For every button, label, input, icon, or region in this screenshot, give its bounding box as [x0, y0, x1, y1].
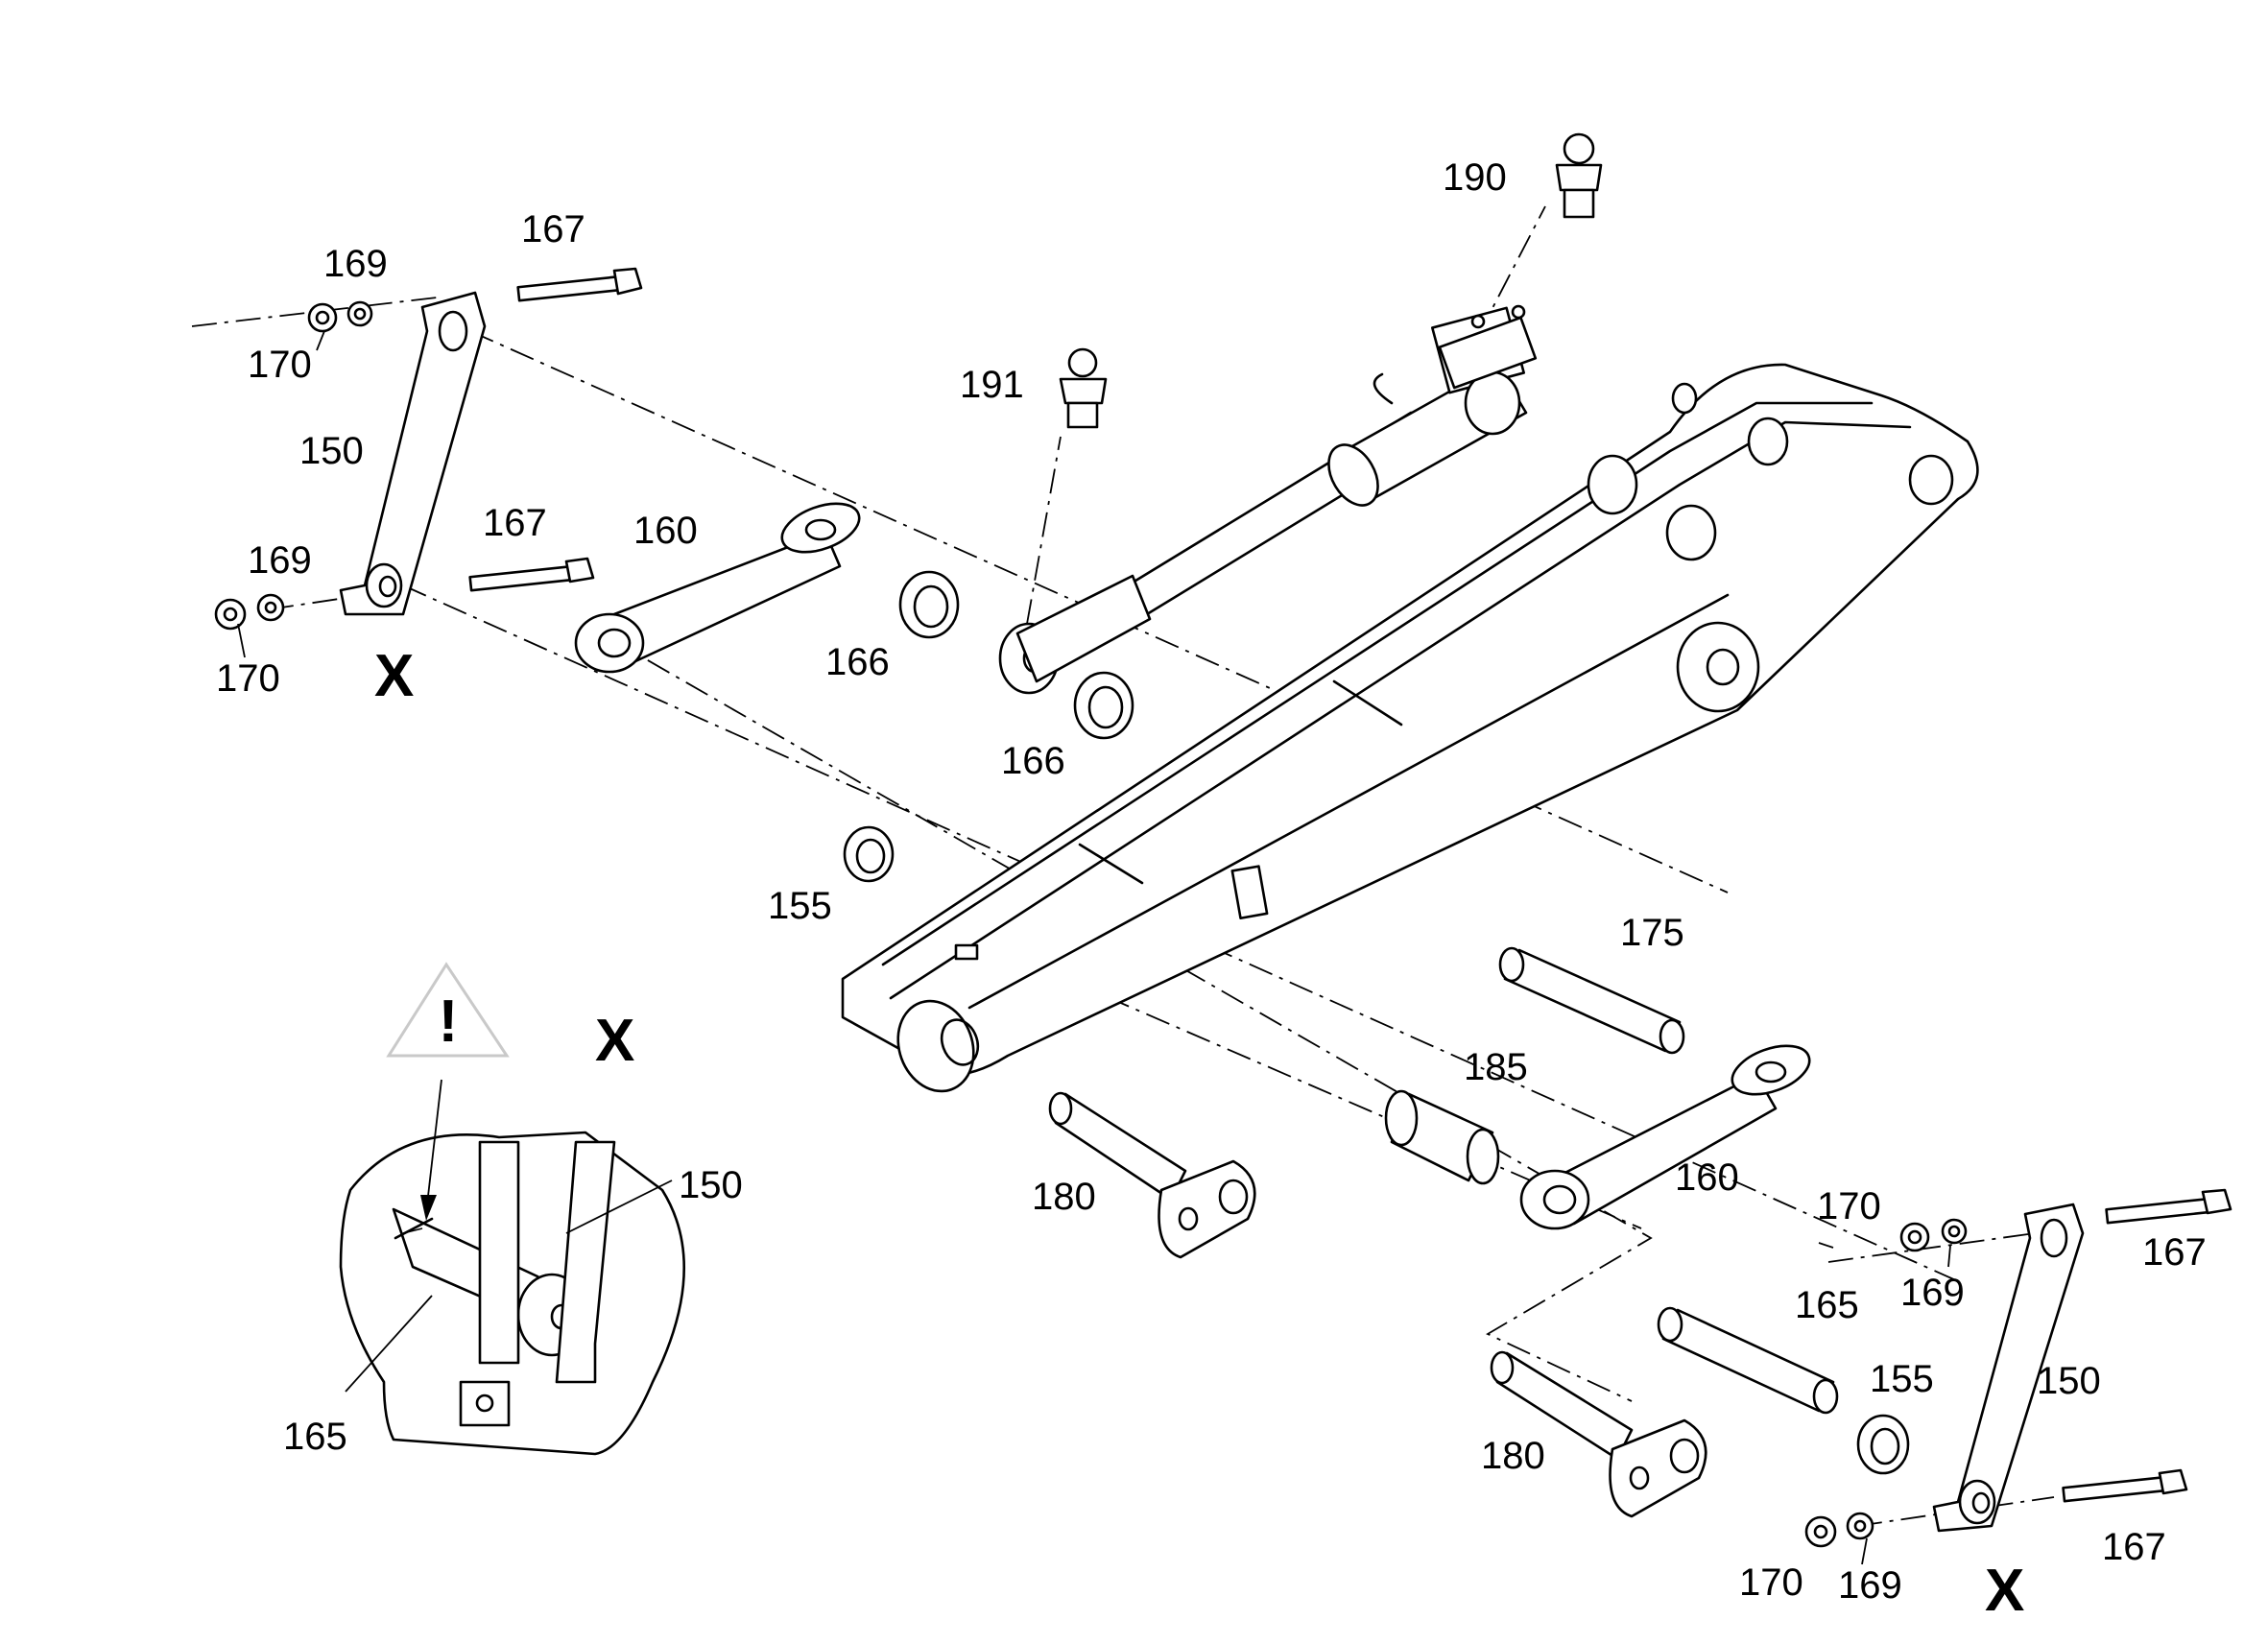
callout-167: 167 [521, 208, 585, 250]
callout-160: 160 [633, 510, 698, 552]
callout-190: 190 [1443, 156, 1507, 199]
bushing-155-left [843, 825, 895, 883]
callout-165: 165 [283, 1416, 347, 1458]
callout-169: 169 [1838, 1564, 1902, 1607]
view-marker-x: X [1985, 1558, 2024, 1624]
callout-170: 170 [248, 344, 312, 386]
pin-165-right [1657, 1306, 1839, 1415]
link-150-bottom-right [1932, 1203, 2085, 1533]
bushing-166-b [1073, 671, 1134, 740]
washers-nuts-bottom-right [1804, 1218, 1968, 1548]
boom-arm [841, 363, 1979, 1093]
grease-nipple-191 [1059, 347, 1108, 429]
callout-170: 170 [1739, 1561, 1803, 1604]
bolt-167-top-left-lower [468, 557, 595, 592]
link-rod-160-bottom [1519, 1044, 1811, 1230]
callout-175: 175 [1620, 912, 1684, 954]
view-markers: X X X [374, 643, 2024, 1624]
detail-view-x [339, 1079, 686, 1456]
washers-nuts-top-left [214, 300, 373, 631]
bushing-166-a [898, 570, 960, 639]
callout-180: 180 [1032, 1176, 1096, 1218]
callout-169: 169 [323, 243, 388, 285]
callout-169: 169 [1900, 1272, 1965, 1314]
warning-triangle-icon: ! [386, 962, 510, 1058]
bushing-155-right [1856, 1414, 1910, 1475]
hydraulic-cylinder [998, 304, 1538, 695]
callout-166: 166 [825, 641, 890, 683]
callout-150: 150 [2037, 1360, 2101, 1402]
callout-150: 150 [299, 430, 364, 472]
callout-191: 191 [960, 364, 1024, 406]
callout-169: 169 [248, 539, 312, 582]
callout-185: 185 [1464, 1046, 1528, 1088]
bolt-167-bottom-right-upper [2105, 1188, 2232, 1225]
callout-165: 165 [1795, 1284, 1859, 1326]
callout-170: 170 [216, 657, 280, 700]
bolt-167-bottom-right-lower [2062, 1468, 2188, 1503]
callout-180: 180 [1481, 1435, 1545, 1477]
callout-167: 167 [2102, 1526, 2166, 1568]
callout-170: 170 [1817, 1185, 1881, 1227]
bolt-167-top-left-upper [516, 267, 643, 302]
view-marker-x: X [595, 1008, 634, 1074]
pin-180-middle [1048, 1091, 1256, 1259]
callout-155: 155 [768, 885, 832, 927]
callout-160: 160 [1675, 1156, 1739, 1199]
link-150-top-left [339, 291, 487, 616]
callout-labels: 167 169 170 150 167 160 169 170 191 190 … [216, 156, 2207, 1607]
pin-175 [1498, 946, 1685, 1055]
callout-166: 166 [1001, 740, 1065, 782]
callout-150: 150 [679, 1164, 743, 1206]
spacer-185 [1384, 1089, 1500, 1185]
callout-167: 167 [2142, 1231, 2207, 1274]
svg-text:!: ! [439, 989, 459, 1055]
link-rod-160-top [574, 502, 861, 674]
leader-lines [237, 330, 1951, 1565]
pin-180-bottom [1490, 1350, 1707, 1518]
callout-167: 167 [483, 502, 547, 544]
view-marker-x: X [374, 643, 414, 709]
callout-155: 155 [1870, 1358, 1934, 1400]
grease-nipple-190 [1555, 132, 1603, 219]
